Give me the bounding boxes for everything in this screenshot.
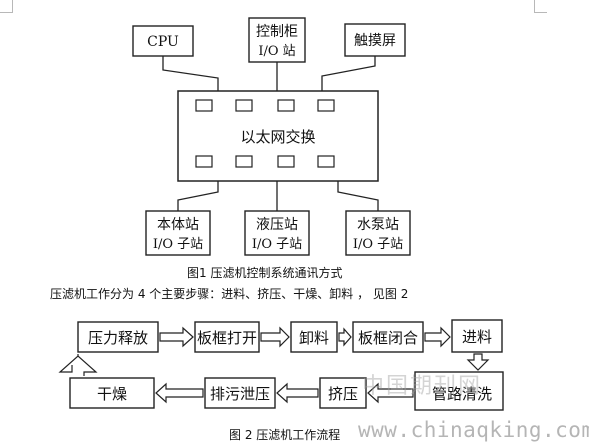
node-pump-station [345, 210, 411, 256]
link-cpu-switch [162, 56, 219, 91]
node-hydraulic-station [244, 210, 310, 256]
switch-port [235, 99, 253, 112]
switch-ports-bottom [195, 155, 335, 168]
watermark-cn: 中国期刊网 [362, 374, 483, 399]
arrow-right [159, 326, 194, 348]
arrow-left [367, 382, 414, 404]
step-pipe-clean-label: 管路清洗 [432, 385, 492, 403]
switch-port [317, 99, 335, 112]
step-dry-label: 干燥 [97, 385, 127, 403]
arrow-right [260, 326, 290, 348]
link-switch-pump [337, 181, 379, 211]
flow-arrows-row2 [155, 382, 414, 404]
node-pump-station-line1: 水泵站 [357, 217, 399, 233]
step-plate-close-label: 板框闭合 [358, 329, 418, 347]
node-body-station [145, 210, 211, 256]
node-control-cabinet-line2: I/O 站 [258, 44, 295, 59]
page-corner-mark-right [534, 0, 547, 13]
step-unload-label: 卸料 [299, 329, 329, 347]
step-pressure-release [77, 321, 159, 353]
link-touchscreen-switch [321, 56, 376, 91]
arrow-left [276, 382, 319, 404]
switch-port [235, 155, 253, 168]
figure2-caption: 图 2 压滤机工作流程 [229, 428, 341, 442]
node-cpu-label: CPU [147, 34, 179, 50]
link-switch-body [177, 181, 219, 211]
node-body-station-line1: 本体站 [157, 217, 199, 233]
figure2-process-flow: 压力释放 板框打开 卸料 板框闭合 进料 干燥 排污泄压 挤压 管路清洗 [58, 319, 504, 411]
step-drain-depressurize [204, 377, 276, 409]
switch-port [277, 99, 295, 112]
page-corner-mark-left [0, 0, 13, 13]
step-plate-close [352, 321, 424, 353]
arrow-right [424, 326, 451, 348]
flow-arrows-row1 [159, 326, 451, 348]
step-pipe-clean [414, 371, 504, 411]
step-squeeze-label: 挤压 [328, 385, 358, 403]
arrow-left [155, 382, 204, 404]
node-hydraulic-station-line2: I/O 子站 [252, 237, 302, 252]
switch-ports-top [195, 99, 335, 112]
node-pump-station-line2: I/O 子站 [353, 237, 403, 252]
switch-port [195, 99, 213, 112]
body-paragraph: 压滤机工作分为 4 个主要步骤：进料、挤压、干燥、卸料 ， 见图 2 [50, 287, 409, 301]
arrow-right [338, 327, 352, 347]
step-dry [69, 377, 155, 409]
switch-port [195, 155, 213, 168]
step-squeeze [319, 377, 367, 409]
step-feed [451, 319, 503, 353]
watermark-url: www.chinaqking.com [358, 418, 589, 442]
figure1-caption: 图1 压滤机控制系统通讯方式 [187, 266, 343, 280]
step-drain-depressurize-label: 排污泄压 [210, 385, 270, 403]
arrow-up-return [58, 355, 98, 376]
step-feed-label: 进料 [462, 328, 492, 346]
node-touchscreen-label: 触摸屏 [354, 33, 396, 49]
switch-port [317, 155, 335, 168]
node-control-cabinet-line1: 控制柜 [256, 24, 298, 40]
figure1-network-diagram: CPU 控制柜 I/O 站 触摸屏 以太网交换 本体站 [132, 17, 411, 256]
arrow-down [466, 353, 490, 371]
step-plate-open-label: 板框打开 [197, 329, 257, 347]
step-plate-open [194, 321, 260, 353]
switch-port [277, 155, 295, 168]
node-touchscreen [344, 23, 406, 57]
step-unload [290, 321, 338, 353]
step-pressure-release-label: 压力释放 [88, 329, 148, 347]
switch-label: 以太网交换 [240, 128, 315, 146]
node-hydraulic-station-line1: 液压站 [256, 217, 298, 233]
node-body-station-line2: I/O 子站 [153, 237, 203, 252]
